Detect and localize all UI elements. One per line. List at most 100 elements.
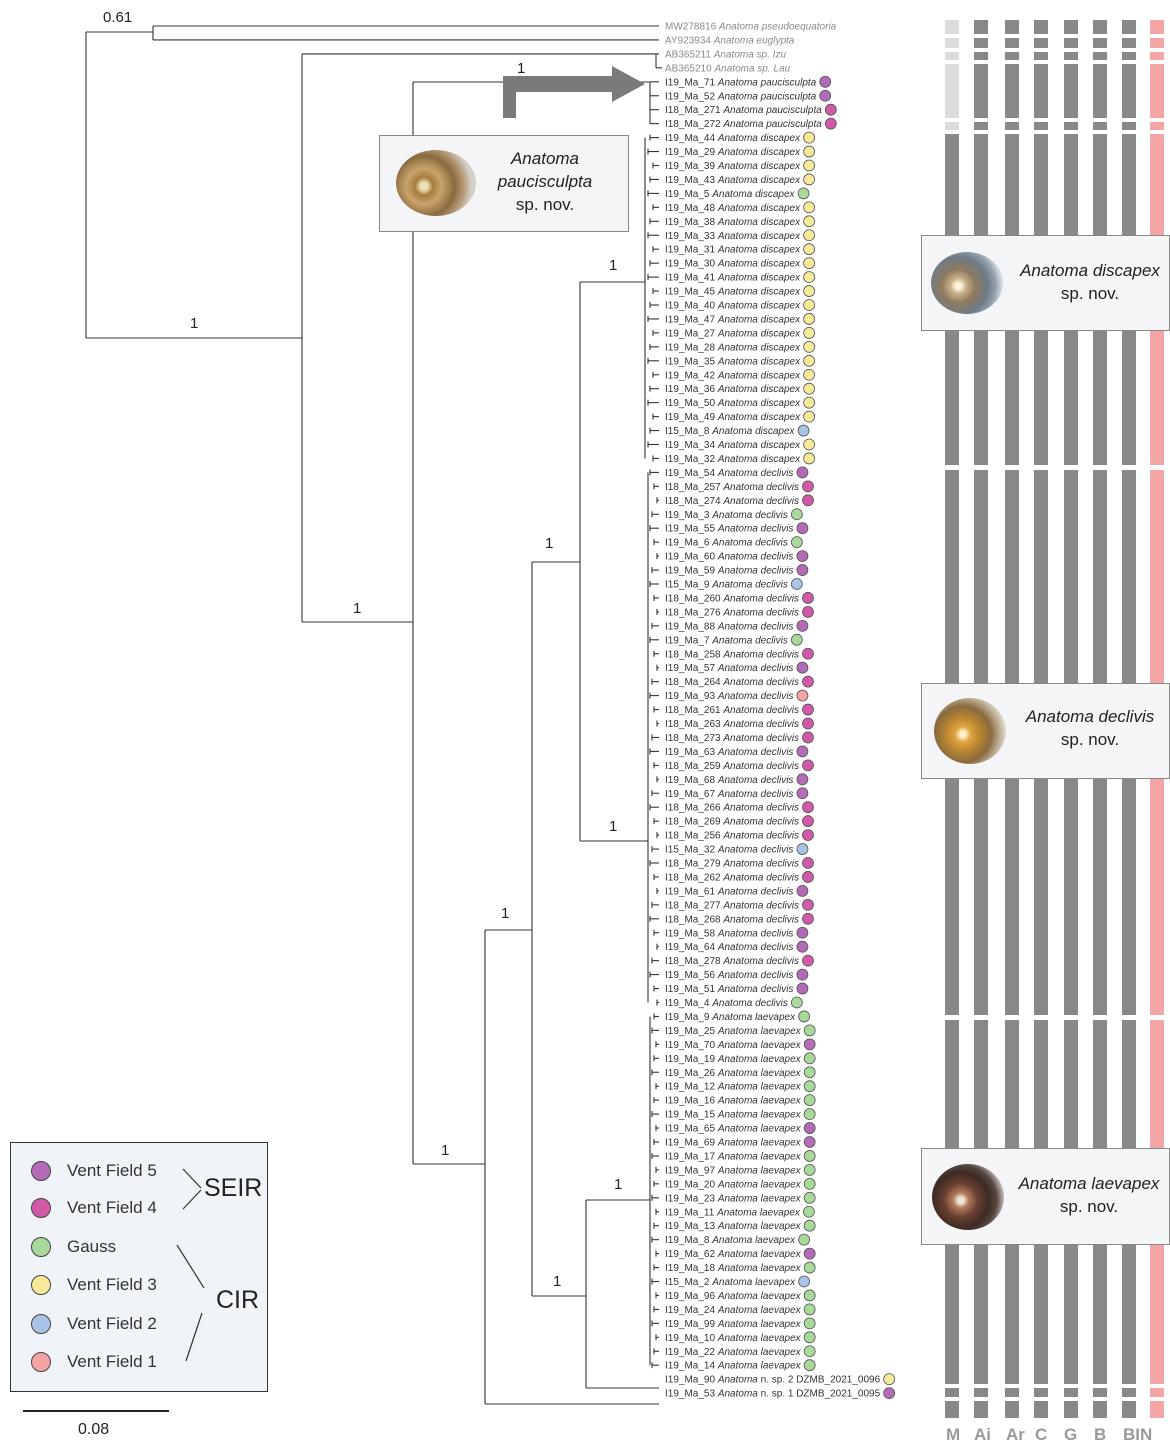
location-dot <box>796 550 809 562</box>
tip-label: I18_Ma_276 Anatoma declivis <box>665 607 799 618</box>
tip-label: I18_Ma_263 Anatoma declivis <box>665 719 799 730</box>
tip-code: I19_Ma_64 <box>665 942 718 953</box>
tip-species: Anatoma discapex <box>717 440 801 451</box>
tip-label: I19_Ma_3 Anatoma declivis <box>665 510 788 521</box>
location-dot <box>803 131 816 144</box>
tip-code: I18_Ma_262 <box>665 872 723 883</box>
tip-species: Anatoma paucisculpta <box>717 91 817 102</box>
tip-code: I19_Ma_25 <box>665 1026 718 1037</box>
tip-code: I19_Ma_39 <box>665 161 718 172</box>
column-header: G <box>1064 1425 1077 1443</box>
tip-code: I15_Ma_8 <box>665 426 712 437</box>
legend-group-cir: CIR <box>216 1286 260 1314</box>
delimitation-bar <box>1093 64 1107 118</box>
tip-species: Anatoma declivis <box>722 705 799 716</box>
location-dot <box>803 285 816 297</box>
tip-label: I19_Ma_7 Anatoma declivis <box>665 635 788 646</box>
tip-species: Anatoma laevapex <box>717 1291 802 1302</box>
tip-label: I19_Ma_39 Anatoma discapex <box>665 161 801 172</box>
tip-code: I19_Ma_41 <box>665 273 718 284</box>
location-dot <box>803 1038 816 1051</box>
tip-code: I19_Ma_5 <box>665 189 712 200</box>
tip-code: I19_Ma_71 <box>665 77 718 88</box>
tip-code: I19_Ma_59 <box>665 566 718 577</box>
tip-code: I19_Ma_9 <box>665 1012 712 1023</box>
tip-species: Anatoma <box>717 1375 758 1386</box>
tip-code: I19_Ma_70 <box>665 1040 718 1051</box>
tip-label: I19_Ma_60 Anatoma declivis <box>665 552 793 563</box>
location-dot <box>803 1191 816 1204</box>
delimitation-bar <box>945 1388 959 1397</box>
tip-label: I19_Ma_25 Anatoma laevapex <box>665 1026 802 1037</box>
delimitation-bar <box>1122 1401 1136 1418</box>
legend: Vent Field 5 Vent Field 4 Gauss Vent Fie… <box>10 1142 268 1392</box>
tip-species: Anatoma declivis <box>722 817 799 828</box>
location-dot <box>790 508 803 521</box>
tip-species: Anatoma declivis <box>722 607 799 618</box>
location-dot <box>803 1177 816 1190</box>
tip-code: I19_Ma_19 <box>665 1054 718 1065</box>
legend-item-vf5: Vent Field 5 <box>31 1161 157 1181</box>
legend-dot-vf3 <box>31 1275 51 1295</box>
location-dot <box>802 857 814 869</box>
tip-species: Anatoma discapex <box>717 133 801 144</box>
tip-code: I19_Ma_14 <box>665 1361 718 1372</box>
legend-label-vf4: Vent Field 4 <box>67 1198 157 1217</box>
tip-code: I19_Ma_93 <box>665 691 718 702</box>
tip-code: AY923934 <box>665 35 714 46</box>
delimitation-bar <box>1064 1388 1078 1397</box>
location-dot <box>803 1247 816 1260</box>
location-dot <box>802 829 814 841</box>
tip-species: Anatoma declivis <box>717 621 794 632</box>
tip-label: I18_Ma_259 Anatoma declivis <box>665 761 799 772</box>
location-dot <box>803 438 816 451</box>
tip-code: I19_Ma_99 <box>665 1319 718 1330</box>
location-dot <box>802 494 814 507</box>
tip-species: Anatoma laevapex <box>717 1249 802 1260</box>
tip-code: I19_Ma_48 <box>665 203 718 214</box>
tip-code: I15_Ma_2 <box>665 1277 712 1288</box>
tip-label: I19_Ma_10 Anatoma laevapex <box>665 1333 802 1344</box>
tip-species: Anatoma discapex <box>717 203 801 214</box>
location-dot <box>803 201 816 214</box>
tip-label: I19_Ma_54 Anatoma declivis <box>665 468 793 479</box>
tip-label: I18_Ma_278 Anatoma declivis <box>665 956 799 967</box>
tip-label: I19_Ma_8 Anatoma laevapex <box>665 1235 796 1246</box>
location-dot <box>803 326 816 339</box>
delimitation-bar <box>1122 20 1136 34</box>
tip-species: Anatoma laevapex <box>717 1179 802 1190</box>
location-dot <box>803 396 816 409</box>
tip-label: AB365211 Anatoma sp. Izu <box>665 49 786 60</box>
legend-dot-vf1 <box>31 1352 51 1372</box>
legend-dot-vf4 <box>31 1198 51 1218</box>
delimitation-bar <box>1122 52 1136 60</box>
tip-code: I19_Ma_38 <box>665 217 718 228</box>
column-header: B <box>1094 1425 1106 1443</box>
tip-code: I18_Ma_261 <box>665 705 723 716</box>
tip-label: I19_Ma_41 Anatoma discapex <box>665 273 801 284</box>
delimitation-bar <box>1150 64 1164 118</box>
location-dot <box>803 229 816 242</box>
tip-species: Anatoma discapex <box>717 370 801 381</box>
delimitation-bar <box>1005 1388 1019 1397</box>
tip-species: Anatoma declivis <box>717 970 794 981</box>
tip-label: I19_Ma_70 Anatoma laevapex <box>665 1040 802 1051</box>
delimitation-bar <box>1150 1388 1164 1397</box>
location-dot <box>802 759 814 772</box>
tip-code: I18_Ma_266 <box>665 803 723 814</box>
tip-species: Anatoma discapex <box>717 384 801 395</box>
tip-species: Anatoma declivis <box>722 956 799 967</box>
tip-code: I19_Ma_26 <box>665 1068 718 1079</box>
tip-species: Anatoma declivis <box>722 900 799 911</box>
tip-code: I19_Ma_44 <box>665 133 718 144</box>
tip-species: Anatoma laevapex <box>717 1124 802 1135</box>
tip-label: I18_Ma_277 Anatoma declivis <box>665 900 799 911</box>
tip-code: I19_Ma_40 <box>665 301 718 312</box>
delimitation-bar <box>1034 1388 1048 1397</box>
shell-image-laevapex <box>932 1164 1004 1230</box>
legend-item-vf2: Vent Field 2 <box>31 1314 157 1334</box>
